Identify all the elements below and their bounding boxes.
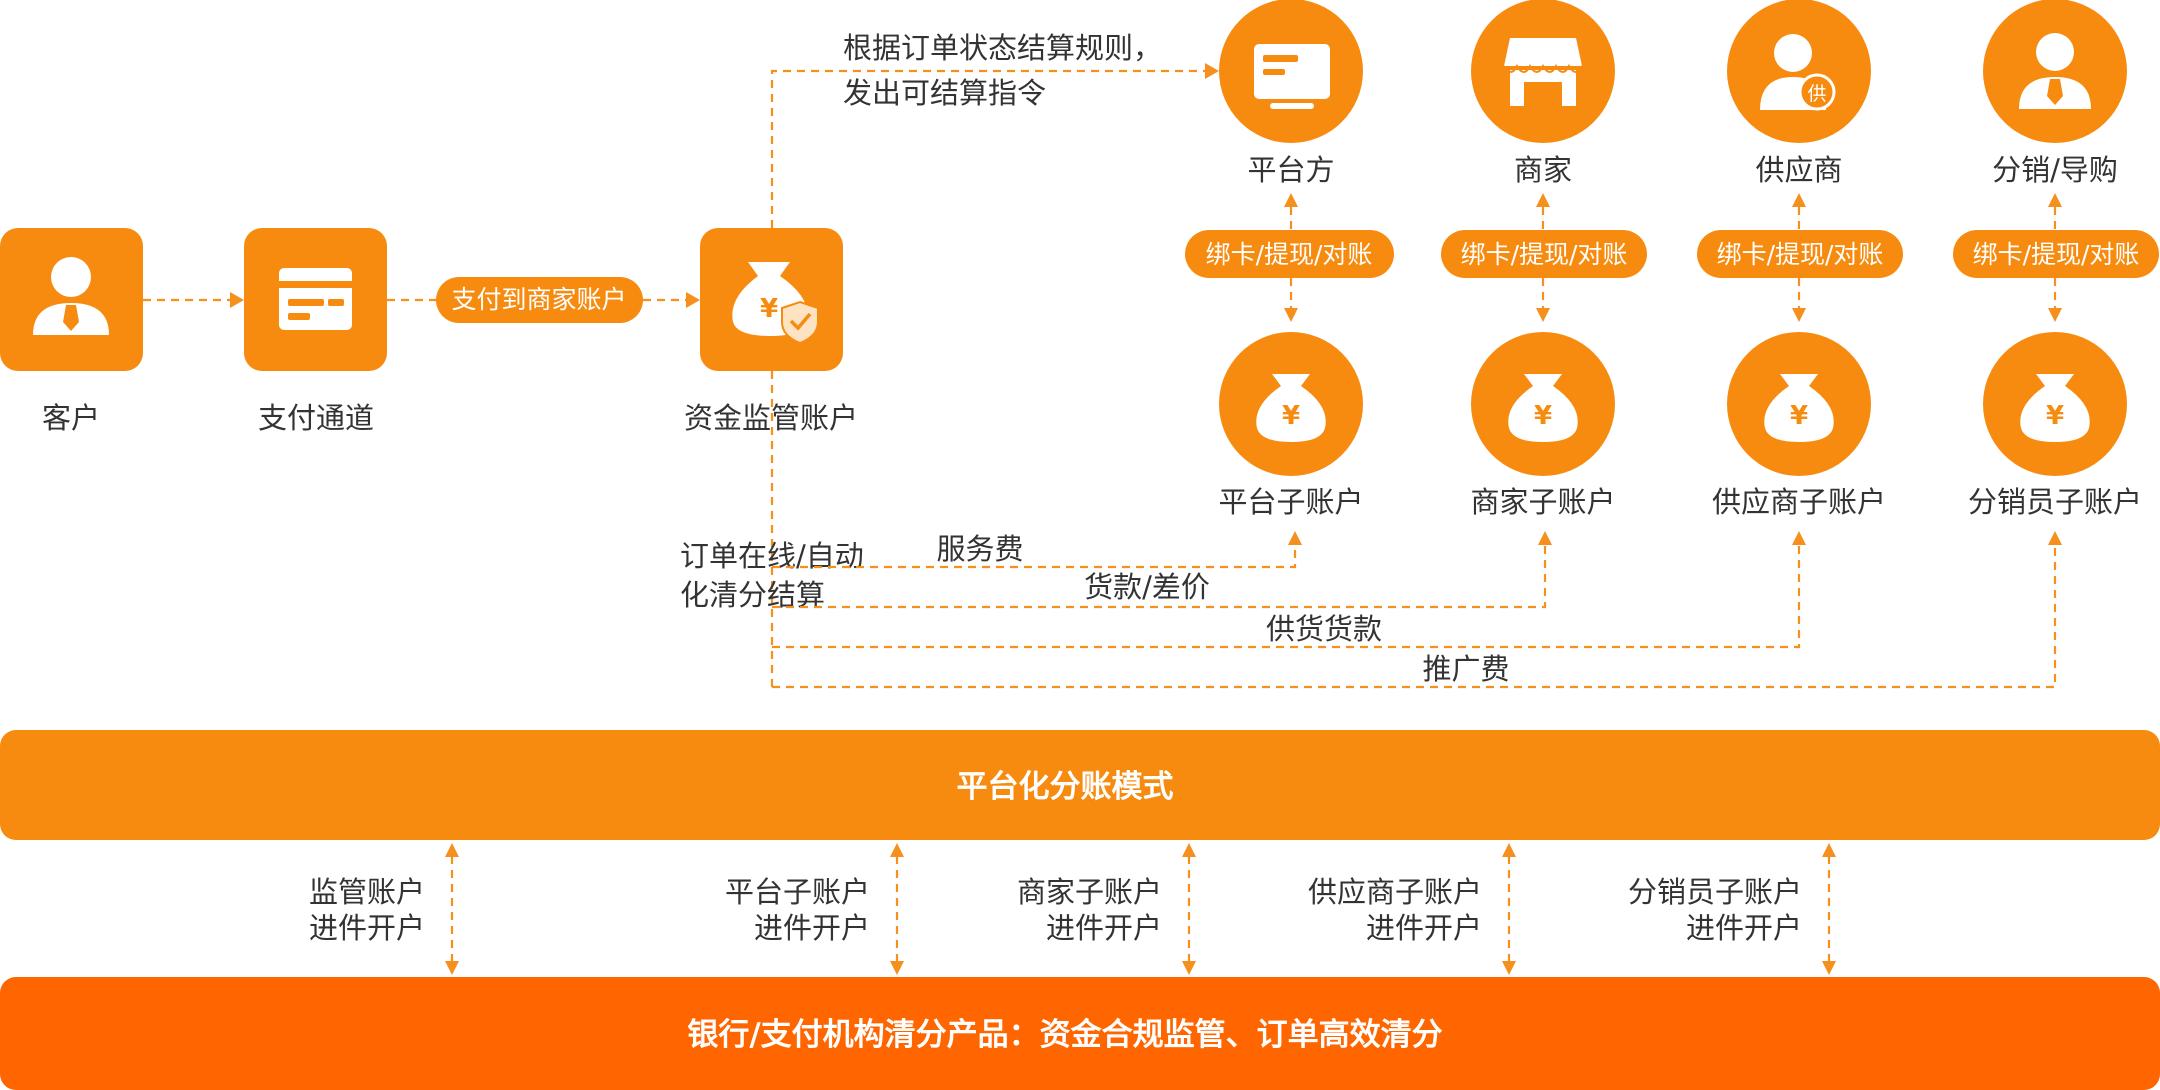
party-platform: 平台方 绑卡/提现/对账 ¥ 平台子账户 xyxy=(1185,0,1394,519)
instruction-line1: 根据订单状态结算规则， xyxy=(843,31,1162,65)
onboarding-distributor: 分销员子账户 进件开户 xyxy=(1628,843,1836,975)
instruction-line2: 发出可结算指令 xyxy=(843,76,1046,110)
svg-text:供: 供 xyxy=(1807,83,1826,105)
bind-card-label: 绑卡/提现/对账 xyxy=(1206,240,1373,269)
bind-card-pill xyxy=(1441,230,1647,278)
party-name: 商家 xyxy=(1514,153,1572,187)
onboarding-line2: 进件开户 xyxy=(309,911,425,945)
onboarding-supplier: 供应商子账户 进件开户 xyxy=(1308,843,1516,975)
onboarding-line2: 进件开户 xyxy=(754,911,870,945)
bind-card-label: 绑卡/提现/对账 xyxy=(1973,240,2140,269)
onboarding-line1: 供应商子账户 xyxy=(1308,875,1482,909)
bind-card-label: 绑卡/提现/对账 xyxy=(1461,240,1628,269)
party-distributor: 分销/导购 绑卡/提现/对账 ¥ 分销员子账户 xyxy=(1953,0,2159,519)
flow-label: 服务费 xyxy=(936,532,1023,566)
flow-label: 推广费 xyxy=(1422,652,1509,686)
onboarding-line2: 进件开户 xyxy=(1366,911,1482,945)
supplier-icon: 供 xyxy=(1760,34,1836,111)
customer-node: 客户 xyxy=(0,228,143,435)
party-name: 平台方 xyxy=(1247,153,1334,187)
flow-supply-payment: 供货货款 xyxy=(772,531,1806,649)
party-supplier: 供 供应商 绑卡/提现/对账 ¥ 供应商子账户 xyxy=(1697,0,1903,519)
flow-label: 货款/差价 xyxy=(1084,570,1210,604)
svg-text:¥: ¥ xyxy=(2046,401,2064,431)
bank-clearing-label: 银行/支付机构清分产品：资金合规监管、订单高效清分 xyxy=(687,1017,1442,1053)
sub-account-label: 平台子账户 xyxy=(1218,485,1363,519)
sub-account-label: 商家子账户 xyxy=(1470,485,1615,519)
bind-card-pill xyxy=(1697,230,1903,278)
platform-split-label: 平台化分账模式 xyxy=(957,769,1174,805)
money-bag-icon: ¥ xyxy=(1508,374,1578,442)
pay-to-merchant-pill xyxy=(436,277,643,323)
monitor-icon xyxy=(1254,44,1330,109)
pay-to-merchant-label: 支付到商家账户 xyxy=(451,285,626,314)
bind-card-pill xyxy=(1185,230,1394,278)
party-name: 分销/导购 xyxy=(1992,153,2118,187)
bank-clearing-bar xyxy=(0,977,2160,1090)
onboarding-line1: 分销员子账户 xyxy=(1628,875,1802,909)
money-bag-icon: ¥ xyxy=(1764,374,1834,442)
bind-card-pill xyxy=(1953,230,2159,278)
money-bag-shield-icon: ¥ xyxy=(732,262,819,345)
svg-text:¥: ¥ xyxy=(1534,401,1552,431)
party-name: 供应商 xyxy=(1755,153,1842,187)
platform-split-bar xyxy=(0,730,2160,840)
payment-channel-node: 支付通道 xyxy=(244,228,387,435)
money-bag-icon: ¥ xyxy=(1256,374,1326,442)
flow-service-fee: 服务费 xyxy=(772,531,1302,569)
svg-text:¥: ¥ xyxy=(1282,401,1300,431)
card-icon xyxy=(279,268,352,330)
flow-promotion-fee: 推广费 xyxy=(772,531,2062,689)
shop-icon xyxy=(1503,38,1583,106)
flow-goods-payment: 货款/差价 xyxy=(772,531,1552,609)
onboarding-line2: 进件开户 xyxy=(1686,911,1802,945)
payment-channel-label: 支付通道 xyxy=(258,401,374,435)
customer-label: 客户 xyxy=(42,401,100,435)
onboarding-line1: 监管账户 xyxy=(309,875,425,909)
person-icon xyxy=(2019,33,2091,109)
onboarding-platform: 平台子账户 进件开户 xyxy=(725,843,904,975)
onboarding-escrow: 监管账户 进件开户 xyxy=(309,843,459,975)
customer-icon xyxy=(33,257,109,335)
sub-account-label: 分销员子账户 xyxy=(1968,485,2142,519)
settlement-line1: 订单在线/自动 xyxy=(680,539,864,573)
onboarding-merchant: 商家子账户 进件开户 xyxy=(1017,843,1196,975)
party-merchant: 商家 绑卡/提现/对账 ¥ 商家子账户 xyxy=(1441,0,1647,519)
onboarding-line1: 商家子账户 xyxy=(1017,875,1162,909)
escrow-account-node: ¥ 资金监管账户 xyxy=(684,228,858,435)
money-bag-icon: ¥ xyxy=(2020,374,2090,442)
sub-account-label: 供应商子账户 xyxy=(1712,485,1886,519)
onboarding-line1: 平台子账户 xyxy=(725,875,870,909)
onboarding-line2: 进件开户 xyxy=(1046,911,1162,945)
svg-text:¥: ¥ xyxy=(1790,401,1808,431)
bind-card-label: 绑卡/提现/对账 xyxy=(1717,240,1884,269)
flow-label: 供货货款 xyxy=(1266,612,1382,646)
svg-text:¥: ¥ xyxy=(760,294,778,324)
